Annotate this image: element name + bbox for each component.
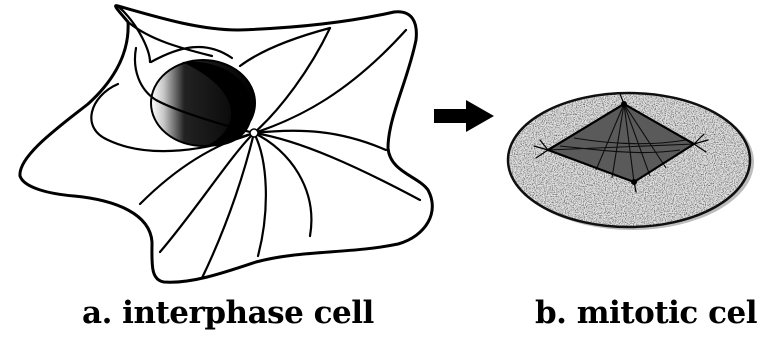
mitotic-cell: [505, 90, 755, 230]
transition-arrow: [434, 100, 494, 132]
centrosome: [250, 129, 258, 137]
caption-mitotic-cell: b. mitotic cell: [535, 298, 757, 329]
interphase-cell: [20, 6, 432, 283]
caption-interphase-cell: a. interphase cell: [82, 298, 374, 329]
